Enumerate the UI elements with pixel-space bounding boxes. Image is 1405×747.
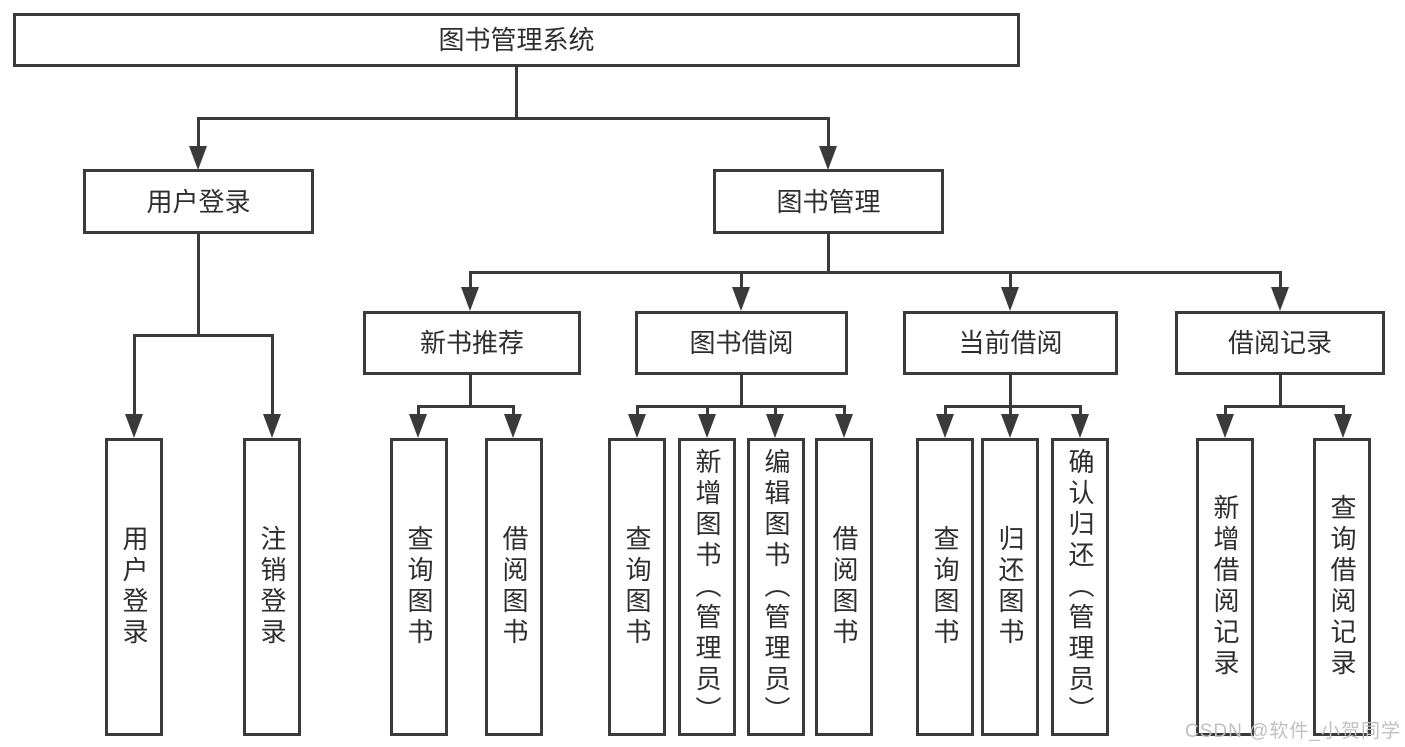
arrow-down-icon bbox=[698, 414, 716, 438]
arrow-down-icon bbox=[504, 414, 522, 438]
arrow-down-icon bbox=[819, 146, 837, 170]
node-user-login: 用户登录 bbox=[83, 169, 314, 234]
arrow-down-icon bbox=[189, 146, 207, 170]
connector-line bbox=[417, 405, 515, 408]
leaf-label: 新增借阅记录 bbox=[1210, 494, 1240, 680]
leaf-label: 借阅图书 bbox=[829, 525, 859, 649]
connector-line bbox=[706, 405, 709, 417]
connector-line bbox=[944, 405, 1082, 408]
leaf-add-book-admin: 新增图书（管理员） bbox=[678, 438, 736, 736]
connector-line bbox=[197, 234, 200, 336]
connector-line bbox=[1224, 405, 1345, 408]
leaf-confirm-return-admin: 确认归还（管理员） bbox=[1051, 438, 1109, 736]
connector-line bbox=[944, 405, 947, 417]
connector-line bbox=[197, 117, 200, 150]
node-label: 用户登录 bbox=[146, 186, 251, 217]
arrow-down-icon bbox=[936, 414, 954, 438]
connector-line bbox=[469, 271, 472, 291]
node-borrowing-records: 借阅记录 bbox=[1175, 311, 1385, 375]
leaf-query-book-recommend: 查询图书 bbox=[390, 438, 448, 736]
node-current-borrowing: 当前借阅 bbox=[903, 311, 1118, 375]
connector-line bbox=[133, 334, 274, 337]
arrow-down-icon bbox=[628, 414, 646, 438]
connector-line bbox=[1342, 405, 1345, 417]
connector-line bbox=[843, 405, 846, 417]
arrow-down-icon bbox=[1216, 414, 1234, 438]
connector-line bbox=[1279, 271, 1282, 291]
node-label: 图书借阅 bbox=[689, 328, 794, 358]
node-library-management-system: 图书管理系统 bbox=[13, 13, 1020, 67]
arrow-down-icon bbox=[1334, 414, 1352, 438]
node-label: 新书推荐 bbox=[419, 328, 524, 358]
arrow-down-icon bbox=[835, 414, 853, 438]
connector-line bbox=[1079, 405, 1082, 417]
csdn-watermark: CSDN @软件_小贺同学 bbox=[1185, 721, 1401, 742]
connector-line bbox=[417, 405, 420, 417]
leaf-label: 借阅图书 bbox=[499, 525, 529, 649]
connector-line bbox=[740, 271, 743, 291]
node-label: 借阅记录 bbox=[1227, 328, 1332, 358]
connector-line bbox=[271, 334, 274, 416]
connector-line bbox=[1279, 375, 1282, 408]
arrow-down-icon bbox=[461, 287, 479, 311]
arrow-down-icon bbox=[1071, 414, 1089, 438]
connector-line bbox=[1009, 405, 1012, 417]
leaf-query-book-current: 查询图书 bbox=[916, 438, 974, 736]
connector-line bbox=[469, 271, 1282, 274]
arrow-down-icon bbox=[1271, 287, 1289, 311]
leaf-borrow-book: 借阅图书 bbox=[815, 438, 873, 736]
arrow-down-icon bbox=[125, 414, 143, 438]
leaf-label: 确认归还（管理员） bbox=[1065, 447, 1095, 727]
leaf-label: 查询图书 bbox=[930, 525, 960, 649]
node-label: 当前借阅 bbox=[958, 328, 1063, 358]
connector-line bbox=[774, 405, 777, 417]
leaf-label: 查询借阅记录 bbox=[1327, 494, 1357, 680]
node-book-borrowing: 图书借阅 bbox=[635, 311, 848, 375]
leaf-add-borrow-record: 新增借阅记录 bbox=[1196, 438, 1254, 736]
leaf-label: 归还图书 bbox=[995, 525, 1025, 649]
node-label: 图书管理 bbox=[776, 186, 881, 217]
leaf-label: 用户登录 bbox=[119, 525, 149, 649]
connector-line bbox=[1224, 405, 1227, 417]
arrow-down-icon bbox=[409, 414, 427, 438]
leaf-return-book: 归还图书 bbox=[981, 438, 1039, 736]
arrow-down-icon bbox=[263, 414, 281, 438]
connector-line bbox=[827, 117, 830, 150]
arrow-down-icon bbox=[1001, 414, 1019, 438]
connector-line bbox=[512, 405, 515, 417]
connector-line bbox=[636, 405, 846, 408]
leaf-borrow-book-recommend: 借阅图书 bbox=[485, 438, 543, 736]
leaf-query-borrow-record: 查询借阅记录 bbox=[1313, 438, 1371, 736]
leaf-label: 编辑图书（管理员） bbox=[761, 447, 791, 727]
leaf-edit-book-admin: 编辑图书（管理员） bbox=[747, 438, 805, 736]
leaf-user-login: 用户登录 bbox=[105, 438, 163, 736]
connector-line bbox=[827, 234, 830, 273]
node-book-management: 图书管理 bbox=[713, 169, 944, 234]
connector-line bbox=[740, 375, 743, 408]
connector-line bbox=[133, 334, 136, 416]
arrow-down-icon bbox=[1001, 287, 1019, 311]
connector-line bbox=[515, 67, 518, 119]
arrow-down-icon bbox=[732, 287, 750, 311]
connector-line bbox=[1009, 375, 1012, 408]
arrow-down-icon bbox=[766, 414, 784, 438]
connector-line bbox=[469, 375, 472, 408]
connector-line bbox=[197, 117, 830, 120]
connector-line bbox=[1009, 271, 1012, 291]
node-label: 图书管理系统 bbox=[438, 25, 595, 55]
leaf-label: 新增图书（管理员） bbox=[692, 447, 722, 727]
leaf-query-book-borrowing: 查询图书 bbox=[608, 438, 666, 736]
leaf-label: 查询图书 bbox=[404, 525, 434, 649]
leaf-logout: 注销登录 bbox=[243, 438, 301, 736]
node-new-book-recommendation: 新书推荐 bbox=[363, 311, 581, 375]
leaf-label: 查询图书 bbox=[622, 525, 652, 649]
connector-line bbox=[636, 405, 639, 417]
leaf-label: 注销登录 bbox=[257, 525, 287, 649]
